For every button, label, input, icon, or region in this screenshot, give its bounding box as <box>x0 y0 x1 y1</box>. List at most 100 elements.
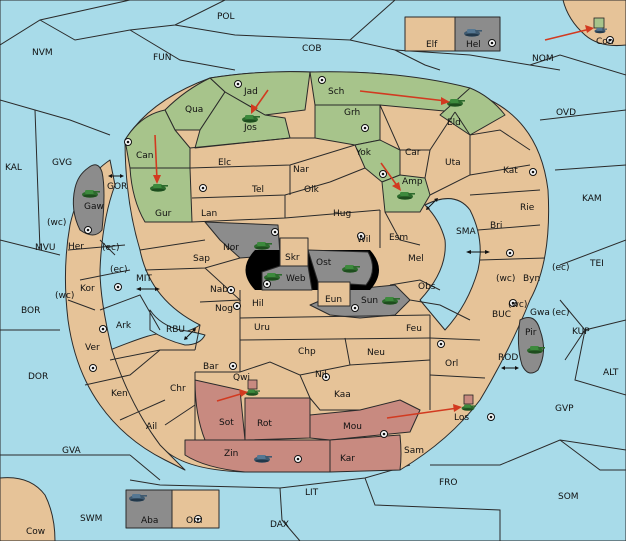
label-dor: DOR <box>28 372 48 382</box>
province-sot[interactable] <box>194 379 246 441</box>
province-gur[interactable] <box>129 167 193 223</box>
province-pir[interactable] <box>517 317 544 374</box>
label-pir: Pir <box>525 328 537 338</box>
label-kat: Kat <box>503 166 518 176</box>
label-pol: POL <box>217 12 235 22</box>
label-swm: SWM <box>80 514 102 524</box>
label-obs: Obs <box>418 282 436 292</box>
province-labels: POL NVM FUN COB NOM Con Elf Hel OVD KAL … <box>5 12 619 537</box>
label-lan: Lan <box>201 209 217 219</box>
label-skr: Skr <box>285 253 300 263</box>
label-nar: Nar <box>293 165 309 175</box>
label-con: Con <box>596 37 614 47</box>
label-bor: BOR <box>21 306 40 316</box>
label-qwi: Qwi <box>233 373 250 383</box>
label-ovd: OVD <box>556 108 576 118</box>
province-eld[interactable] <box>439 87 506 136</box>
label-nab: Nab <box>210 285 228 295</box>
label-esm: Esm <box>389 233 408 243</box>
west-ring <box>64 159 186 471</box>
label-ec-4: (ec) <box>552 308 570 318</box>
passages <box>108 174 519 370</box>
label-ver: Ver <box>85 343 100 353</box>
label-zin: Zin <box>224 449 238 459</box>
label-ark: Ark <box>116 321 132 331</box>
label-rbu: RBU <box>166 325 185 335</box>
label-mvu: MVU <box>35 243 56 253</box>
label-web: Web <box>286 274 306 284</box>
province-cow[interactable] <box>0 477 56 541</box>
province-gaw[interactable] <box>72 164 105 236</box>
label-kal: KAL <box>5 163 22 173</box>
label-uta: Uta <box>445 158 461 168</box>
label-kam: KAM <box>582 194 602 204</box>
label-lit: LIT <box>305 488 319 498</box>
unit-army-con <box>593 17 607 34</box>
label-olk: Olk <box>304 185 320 195</box>
label-som: SOM <box>558 492 579 502</box>
label-gwa: Gwa <box>530 308 550 318</box>
label-bar: Bar <box>203 362 219 372</box>
label-cow: Cow <box>26 527 45 537</box>
label-buc: BUC <box>492 310 511 320</box>
label-elc: Elc <box>218 158 231 168</box>
label-chp: Chp <box>298 347 316 357</box>
label-gur: Gur <box>155 209 172 219</box>
label-aba: Aba <box>141 516 158 526</box>
unit-army-qwi <box>245 379 260 396</box>
label-kaa: Kaa <box>334 390 351 400</box>
label-kar: Kar <box>340 454 355 464</box>
label-rod: ROD <box>498 353 518 363</box>
label-gor: GOR <box>107 182 127 192</box>
province-eun[interactable] <box>317 281 351 307</box>
label-jos: Jos <box>243 123 257 133</box>
label-gvg: GVG <box>52 158 72 168</box>
label-wc-2: (wc) <box>496 274 515 284</box>
sea-sma[interactable] <box>419 198 481 331</box>
label-sma: SMA <box>456 227 476 237</box>
label-dax: DAX <box>270 520 289 530</box>
label-sun: Sun <box>361 296 378 306</box>
label-ail: Ail <box>146 422 157 432</box>
label-orl: Orl <box>445 359 458 369</box>
label-amp: Amp <box>402 177 423 187</box>
label-fro: FRO <box>439 478 458 488</box>
province-ost[interactable] <box>307 249 373 286</box>
label-sot: Sot <box>219 418 234 428</box>
unit-army-los <box>461 394 476 411</box>
label-los: Los <box>454 413 469 423</box>
label-eun: Eun <box>325 295 342 305</box>
province-web[interactable] <box>261 265 313 291</box>
label-nor: Nor <box>223 243 239 253</box>
label-jad: Jad <box>243 87 258 97</box>
province-rot[interactable] <box>244 397 311 441</box>
label-feu: Feu <box>406 324 422 334</box>
province-elf[interactable] <box>404 16 456 52</box>
province-can[interactable] <box>124 109 191 169</box>
province-kar[interactable] <box>329 434 402 473</box>
label-nog: Nog <box>215 304 233 314</box>
label-qua: Qua <box>185 105 203 115</box>
label-gva: GVA <box>62 446 82 456</box>
label-orn: Orn <box>186 516 202 526</box>
label-eld: Eld <box>447 118 461 128</box>
sea-rbu[interactable] <box>149 309 206 346</box>
move-orders <box>153 25 594 419</box>
label-ost: Ost <box>316 258 332 268</box>
label-mit: MIT <box>136 274 152 284</box>
label-ec-3: (ec) <box>110 265 128 275</box>
label-ec-2: (ec) <box>552 263 570 273</box>
label-sam: Sam <box>404 446 424 456</box>
label-kup: KUP <box>572 327 590 337</box>
label-wc-3: (wc) <box>55 291 74 301</box>
label-wc-1: (wc) <box>47 218 66 228</box>
label-elf: Elf <box>426 40 438 50</box>
province-mou[interactable] <box>309 399 421 441</box>
label-bri: Bri <box>490 221 502 231</box>
label-nvm: NVM <box>32 48 53 58</box>
label-rie: Rie <box>520 203 535 213</box>
label-gvp: GVP <box>555 404 574 414</box>
label-nom: NOM <box>532 54 554 64</box>
